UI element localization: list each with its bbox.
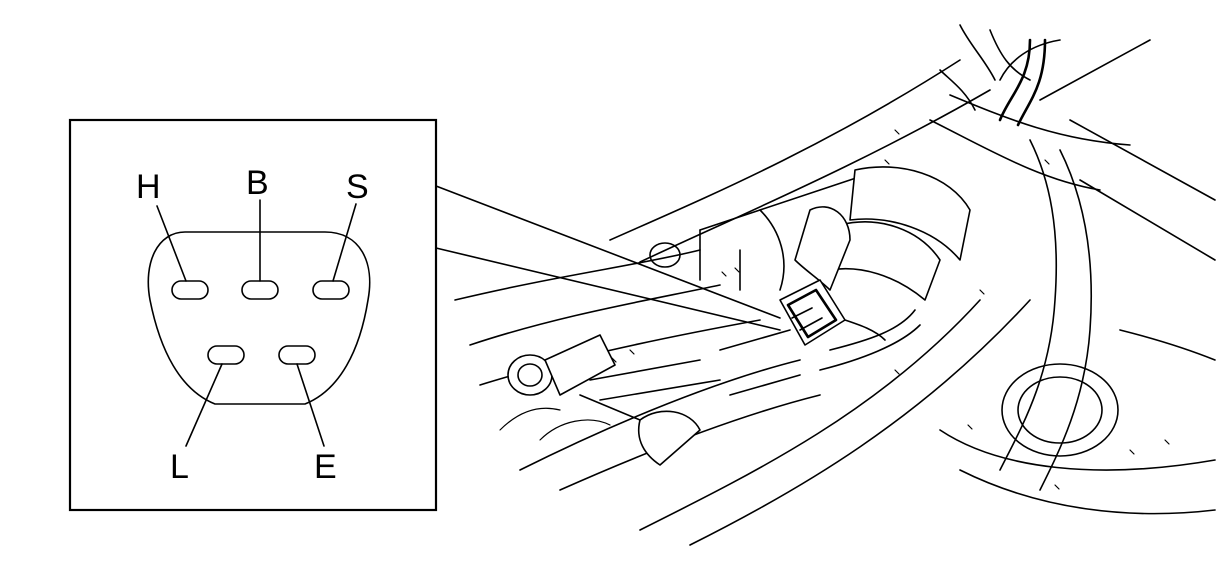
pin-terminal-e (278, 345, 316, 365)
pin-terminal-b (241, 280, 279, 300)
pin-label-l: L (170, 448, 189, 486)
pin-terminal-h (171, 280, 209, 300)
pin-leader-s (332, 203, 357, 282)
pin-terminal-l (207, 345, 245, 365)
connector-housing (147, 231, 371, 405)
leader-lines (435, 185, 781, 331)
pin-label-b: B (246, 164, 269, 202)
connector-inset: H B S L E (68, 118, 438, 512)
pin-leader-h (156, 205, 187, 282)
pin-label-e: E (314, 448, 337, 486)
pin-label-h: H (136, 168, 161, 206)
inset-frame (68, 118, 438, 512)
engine-bay-illustration (454, 24, 1216, 546)
pin-leader-l (185, 363, 223, 447)
pin-label-s: S (346, 168, 369, 206)
pin-terminal-s (312, 280, 350, 300)
pin-leader-e (296, 363, 325, 447)
